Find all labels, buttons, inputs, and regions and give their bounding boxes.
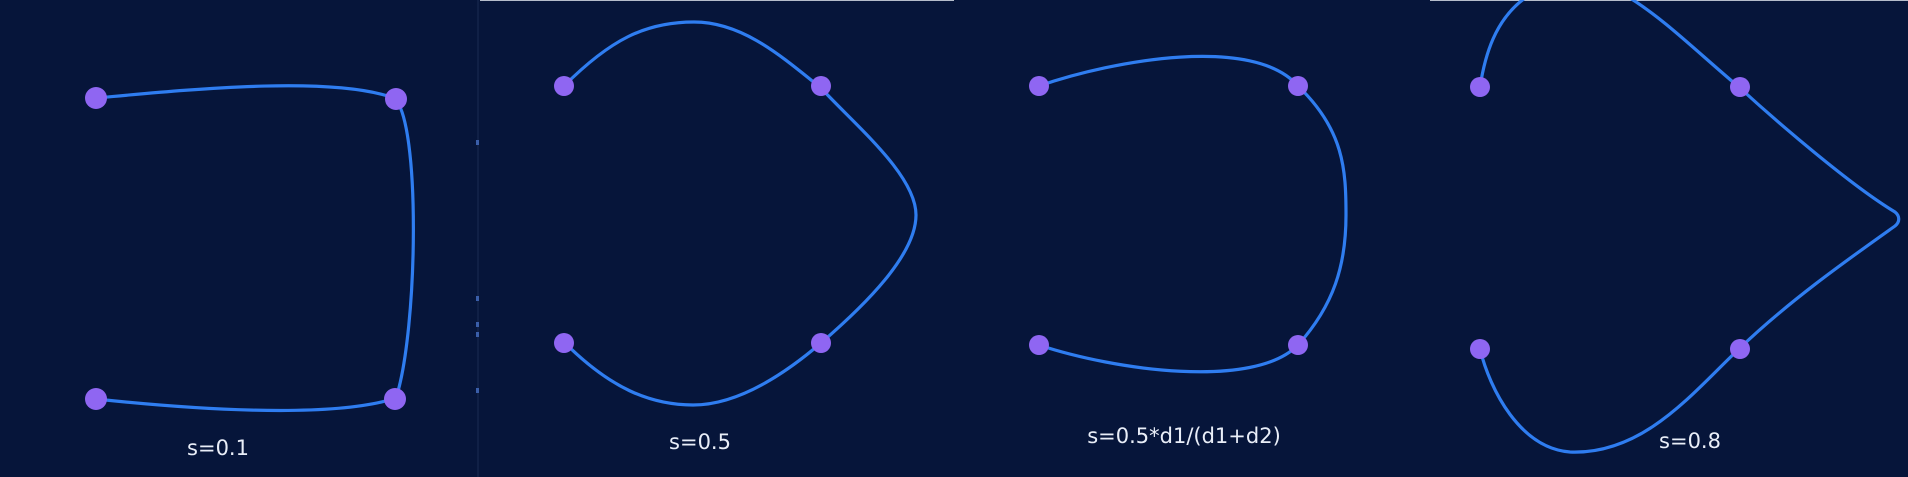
spline-drawing	[85, 84, 415, 413]
control-point	[1288, 335, 1308, 355]
panel-caption: s=0.1	[187, 436, 249, 460]
edge-mark	[476, 140, 479, 145]
spline-panel-scaled: s=0.5*d1/(d1+d2)	[954, 0, 1430, 477]
spline-drawing	[1470, 0, 1901, 454]
control-point	[85, 87, 107, 109]
control-point	[1029, 76, 1049, 96]
top-border	[1430, 0, 1908, 1]
spline-drawing	[1029, 54, 1348, 374]
top-border	[480, 0, 954, 1]
control-point	[384, 388, 406, 410]
control-point	[811, 333, 831, 353]
edge-mark	[476, 322, 479, 327]
spline-panel-s01: s=0.1	[0, 0, 477, 477]
edge-mark	[476, 296, 479, 301]
control-point	[554, 333, 574, 353]
control-point	[1470, 339, 1490, 359]
control-point	[1730, 339, 1750, 359]
spline-curve	[1478, 0, 1901, 454]
panel-caption: s=0.8	[1659, 429, 1721, 453]
spline-curve	[1037, 54, 1348, 374]
control-point	[1730, 77, 1750, 97]
spline-curve	[94, 84, 415, 413]
panel-caption: s=0.5	[669, 430, 731, 454]
control-point	[1470, 77, 1490, 97]
panel-divider	[477, 0, 479, 477]
spline-panel-s05: s=0.5	[480, 0, 954, 477]
control-point	[385, 88, 407, 110]
control-point	[811, 76, 831, 96]
control-point	[1029, 335, 1049, 355]
control-point	[554, 76, 574, 96]
edge-mark	[476, 332, 479, 337]
control-point	[85, 388, 107, 410]
spline-drawing	[554, 20, 918, 407]
edge-mark	[476, 388, 479, 393]
spline-curve	[562, 20, 918, 407]
control-point	[1288, 76, 1308, 96]
spline-panel-s08: s=0.8	[1430, 0, 1908, 477]
panel-caption: s=0.5*d1/(d1+d2)	[1087, 424, 1281, 448]
